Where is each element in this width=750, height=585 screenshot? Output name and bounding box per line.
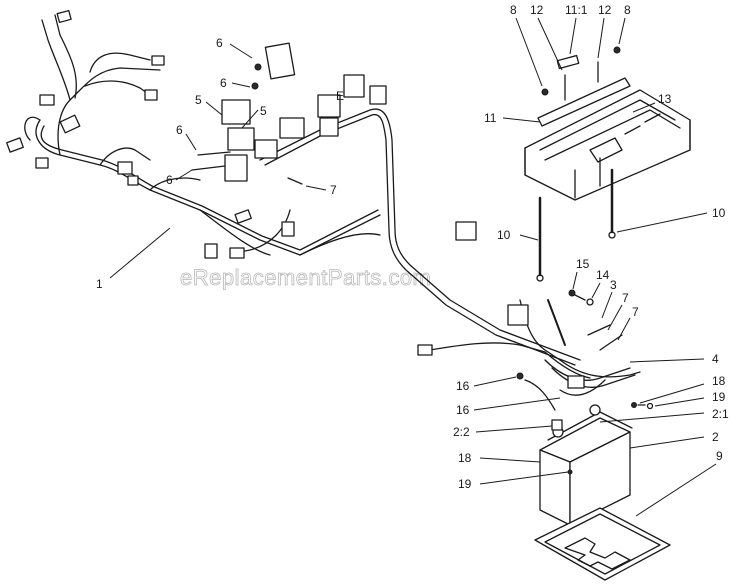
watermark-text: eReplacementParts.com (180, 265, 431, 290)
callout-7a: 7 (330, 183, 337, 197)
screws-6 (191, 63, 262, 171)
callout-16a: 16 (456, 379, 470, 393)
callout-12a: 12 (530, 3, 544, 17)
callout-7b: 7 (622, 291, 629, 305)
callout-15: 15 (576, 257, 590, 271)
callout-10b: 10 (712, 206, 726, 220)
callout-2-1: 2:1 (712, 407, 729, 421)
battery-cables (516, 359, 636, 411)
callout-18b: 18 (458, 451, 472, 465)
callout-19b: 19 (458, 477, 472, 491)
relay-modules: E (221, 42, 529, 356)
callout-11-1: 11:1 (565, 3, 588, 17)
callout-8a: 8 (510, 3, 517, 17)
callout-9: 9 (716, 449, 723, 463)
connector-letter: E (336, 89, 344, 103)
callout-6a: 6 (216, 36, 223, 50)
wire-harness (24, 14, 641, 379)
terminal-bolts (547, 289, 623, 351)
callout-6b: 6 (220, 76, 227, 90)
callout-5b: 5 (260, 104, 267, 118)
callout-19a: 19 (712, 390, 726, 404)
battery (539, 404, 633, 526)
hold-down-rods (536, 168, 616, 282)
callout-14: 14 (596, 268, 610, 282)
callouts: 1 2 2:1 2:2 3 4 5 5 6 6 6 6 7 7 7 8 8 9 … (96, 3, 729, 491)
callout-2: 2 (712, 430, 719, 444)
connectors-upper-left (6, 9, 295, 259)
callout-18a: 18 (712, 374, 726, 388)
callout-4: 4 (712, 352, 719, 366)
battery-tray (534, 507, 671, 581)
callout-10a: 10 (497, 228, 511, 242)
leader-lines (109, 17, 717, 517)
battery-hold-down-bracket (524, 89, 691, 201)
callout-12b: 12 (598, 3, 612, 17)
callout-6d: 6 (166, 173, 173, 187)
terminal-hardware (631, 402, 654, 410)
callout-7c: 7 (632, 305, 639, 319)
hold-down-bar (537, 46, 631, 127)
callout-8b: 8 (624, 3, 631, 17)
screw-7-upper (287, 177, 303, 185)
callout-3: 3 (610, 278, 617, 292)
callout-6c: 6 (176, 123, 183, 137)
callout-13: 13 (658, 92, 672, 106)
callout-1: 1 (96, 277, 103, 291)
callout-5a: 5 (195, 93, 202, 107)
callout-11: 11 (484, 111, 497, 125)
callout-2-2: 2:2 (453, 425, 470, 439)
callout-16b: 16 (456, 403, 470, 417)
